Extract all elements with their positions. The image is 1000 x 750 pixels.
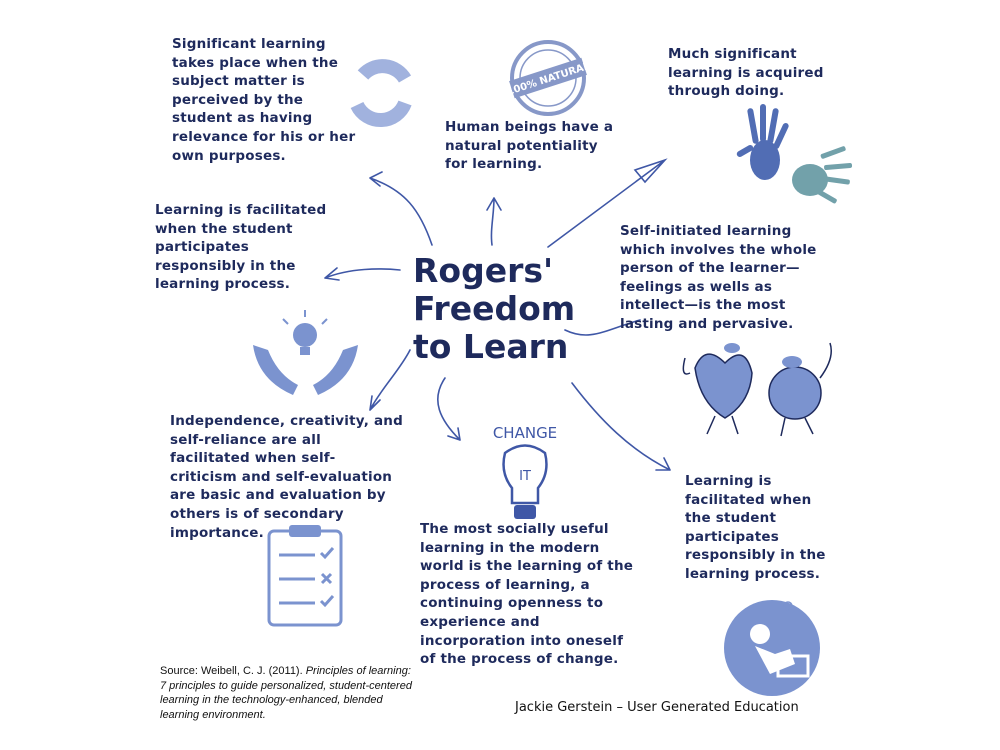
source-title: Principles of learning: 7 principles to … xyxy=(160,665,412,721)
author-credit: Jackie Gerstein – User Generated Educati… xyxy=(515,700,799,715)
change-text: CHANGE xyxy=(493,424,557,442)
principle-participates-right: Learning is facilitated when the student… xyxy=(685,473,826,582)
arrow-to-relevance xyxy=(369,171,433,246)
lightbulb-hands-icon xyxy=(253,310,358,395)
arrow-to-independence xyxy=(369,349,411,411)
diagram-title: Rogers' Freedom to Learn xyxy=(413,251,576,366)
principle-participates-left: Learning is facilitated when the student… xyxy=(155,202,327,293)
source-citation: Source: Weibell, C. J. (2011). Principle… xyxy=(160,664,420,722)
arrow-to-change xyxy=(436,377,461,441)
arrow-to-participates-right xyxy=(571,382,671,471)
principle-natural: Human beings have a natural potentiality… xyxy=(445,119,614,173)
arrow-to-participates-left xyxy=(324,267,401,281)
principle-self-initiated: Self-initiated learning which involves t… xyxy=(620,223,817,332)
arrow-to-self-initiated xyxy=(564,319,641,336)
change-lightbulb-icon: CHANGE IT xyxy=(478,408,573,523)
principle-doing: Much significant learning is acquired th… xyxy=(668,46,824,100)
cycle-arrows-icon xyxy=(350,59,412,128)
checklist-clipboard-icon xyxy=(267,525,343,627)
arrow-to-natural xyxy=(486,197,502,246)
principle-relevance: Significant learning takes place when th… xyxy=(172,36,356,164)
arrow-to-doing xyxy=(547,158,668,248)
natural-stamp-icon: 100% NATURAL xyxy=(506,38,592,118)
heart-brain-characters-icon xyxy=(682,342,832,437)
source-prefix: Source: Weibell, C. J. (2011). xyxy=(160,665,306,677)
principle-socially-useful: The most socially useful learning in the… xyxy=(420,521,634,668)
learner-circle-icon xyxy=(724,600,820,696)
principle-independence: Independence, creativity, and self-relia… xyxy=(170,413,403,541)
svg-text:IT: IT xyxy=(519,469,531,484)
handprints-icon xyxy=(736,104,853,204)
